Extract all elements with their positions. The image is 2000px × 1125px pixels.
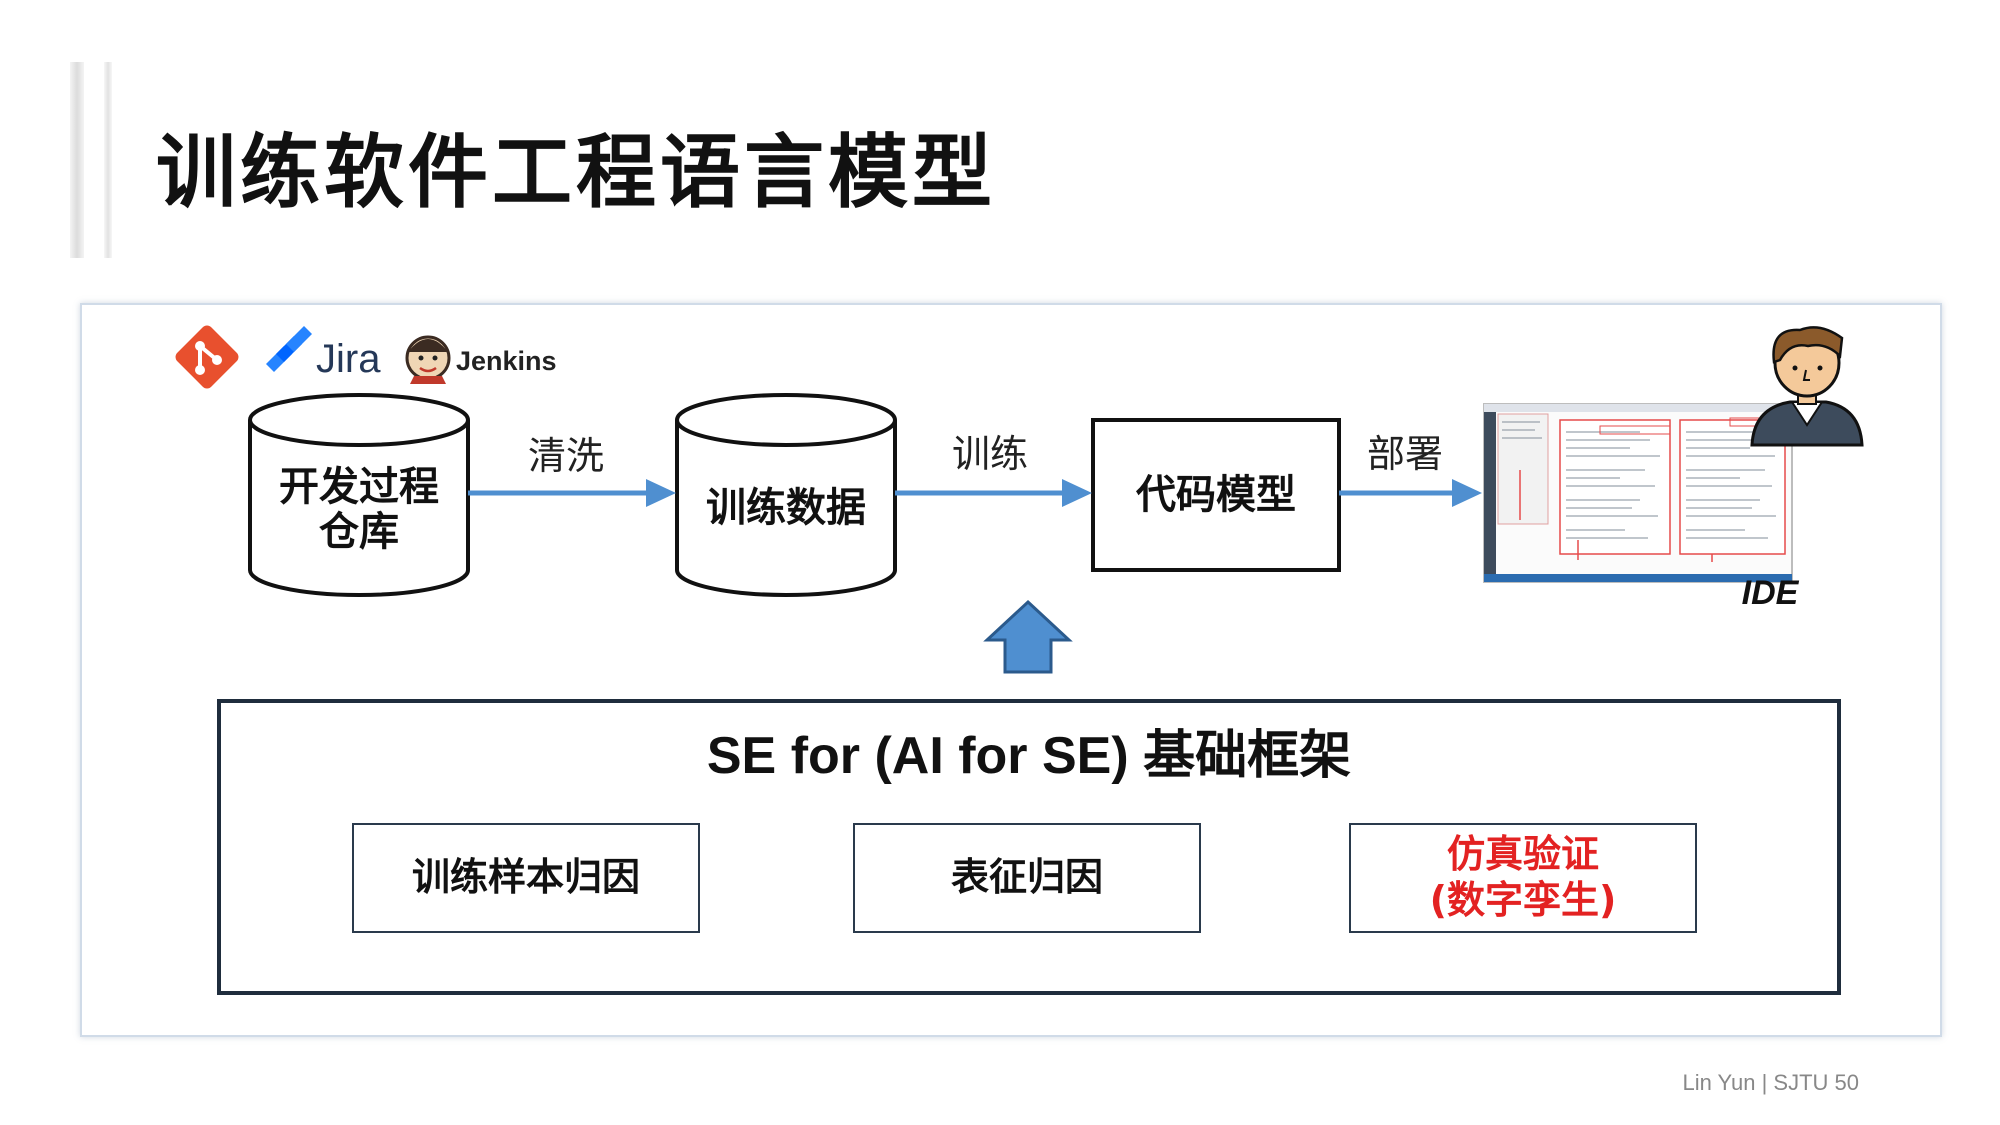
arrow-deploy: 部署 bbox=[1339, 432, 1482, 507]
jenkins-logo: Jenkins bbox=[405, 335, 557, 384]
decor-bar-right bbox=[104, 62, 112, 258]
code-model-box: 代码模型 bbox=[1091, 418, 1341, 572]
git-icon bbox=[175, 325, 239, 389]
arrow-clean: 清洗 bbox=[468, 434, 676, 507]
representation-attribution-box: 表征归因 bbox=[853, 823, 1201, 933]
slide-footer: Lin Yun | SJTU 50 bbox=[1682, 1070, 1859, 1095]
decor-bar-left bbox=[70, 62, 84, 258]
ide-label: IDE bbox=[1742, 574, 1800, 612]
page-title: 训练软件工程语言模型 bbox=[156, 126, 996, 219]
jenkins-wordmark: Jenkins bbox=[456, 346, 557, 376]
training-data-database: 训练数据 bbox=[675, 393, 897, 597]
simulation-validation-box: 仿真验证 (数字孪生) bbox=[1349, 823, 1697, 933]
repo-label-line2: 仓库 bbox=[319, 509, 399, 555]
edge-label-deploy: 部署 bbox=[1367, 432, 1443, 476]
jira-logo: Jira bbox=[266, 326, 381, 381]
framework-title: SE for (AI for SE) 基础框架 bbox=[706, 727, 1352, 785]
developer-avatar-icon bbox=[1750, 326, 1864, 447]
edge-label-clean: 清洗 bbox=[528, 434, 604, 478]
training-data-label: 训练数据 bbox=[706, 485, 866, 531]
code-model-label: 代码模型 bbox=[1135, 472, 1296, 518]
up-arrow bbox=[983, 599, 1073, 674]
repo-label-line1: 开发过程 bbox=[279, 464, 439, 510]
framework-container: SE for (AI for SE) 基础框架 训练样本归因 表征归因 仿真验证… bbox=[217, 699, 1841, 995]
ide-screenshot bbox=[1483, 403, 1793, 583]
edge-label-train: 训练 bbox=[952, 432, 1028, 476]
training-sample-attribution-box: 训练样本归因 bbox=[352, 823, 700, 933]
repo-database: 开发过程 仓库 bbox=[248, 393, 470, 597]
arrow-train: 训练 bbox=[895, 432, 1092, 507]
jira-wordmark: Jira bbox=[316, 337, 381, 381]
